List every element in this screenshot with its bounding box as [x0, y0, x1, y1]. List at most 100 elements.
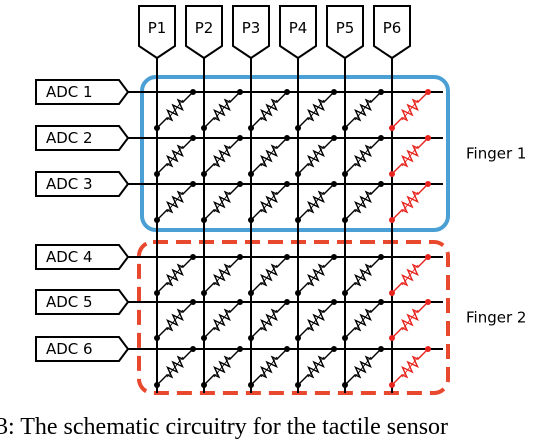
adc-input-2 — [35, 125, 130, 151]
column-node — [389, 382, 395, 388]
port-p3 — [232, 5, 270, 60]
column-node — [201, 125, 207, 131]
variable-mark — [166, 145, 184, 167]
variable-mark — [166, 191, 184, 213]
variable-mark — [354, 356, 372, 378]
row-node — [425, 299, 431, 305]
group-label: Finger 1 — [466, 145, 526, 163]
variable-mark — [166, 356, 184, 378]
variable-mark — [213, 264, 231, 286]
variable-mark — [213, 145, 231, 167]
column-node — [295, 335, 301, 341]
port-p4 — [279, 5, 317, 60]
adc-label: ADC 4 — [46, 248, 93, 266]
row-node — [425, 254, 431, 260]
column-node — [295, 125, 301, 131]
row-node — [425, 346, 431, 352]
column-node — [342, 382, 348, 388]
row-node — [378, 135, 384, 141]
variable-mark — [213, 191, 231, 213]
variable-mark — [401, 264, 419, 286]
variable-mark — [213, 99, 231, 121]
row-node — [237, 299, 243, 305]
port-p6 — [373, 5, 411, 60]
column-node — [342, 335, 348, 341]
variable-mark — [354, 191, 372, 213]
variable-mark — [401, 356, 419, 378]
adc-label: ADC 2 — [46, 129, 93, 147]
port-label: P6 — [383, 19, 402, 37]
row-node — [190, 89, 196, 95]
column-node — [295, 217, 301, 223]
column-node — [295, 171, 301, 177]
column-node — [342, 290, 348, 296]
variable-mark — [307, 191, 325, 213]
group-box-finger-1 — [140, 75, 450, 232]
variable-mark — [307, 356, 325, 378]
figure-caption: 3: The schematic circuitry for the tacti… — [0, 414, 449, 440]
port-p1 — [138, 5, 176, 60]
column-node — [295, 382, 301, 388]
column-node — [248, 125, 254, 131]
row-node — [284, 346, 290, 352]
adc-label: ADC 3 — [46, 175, 93, 193]
column-node — [154, 290, 160, 296]
column-node — [389, 171, 395, 177]
variable-mark — [401, 191, 419, 213]
row-node — [284, 181, 290, 187]
variable-mark — [307, 145, 325, 167]
row-node — [331, 135, 337, 141]
column-node — [342, 125, 348, 131]
row-node — [284, 135, 290, 141]
row-node — [284, 89, 290, 95]
row-node — [190, 299, 196, 305]
column-node — [201, 290, 207, 296]
column-node — [201, 382, 207, 388]
column-node — [201, 335, 207, 341]
column-node — [248, 217, 254, 223]
column-node — [154, 335, 160, 341]
variable-mark — [401, 99, 419, 121]
port-p2 — [185, 5, 223, 60]
row-node — [331, 181, 337, 187]
variable-mark — [354, 145, 372, 167]
column-node — [389, 335, 395, 341]
row-node — [237, 254, 243, 260]
row-node — [378, 346, 384, 352]
row-node — [425, 89, 431, 95]
column-node — [389, 217, 395, 223]
row-node — [378, 181, 384, 187]
row-node — [237, 89, 243, 95]
variable-mark — [401, 145, 419, 167]
column-node — [248, 335, 254, 341]
row-node — [237, 181, 243, 187]
variable-mark — [354, 309, 372, 331]
variable-mark — [260, 264, 278, 286]
variable-mark — [166, 99, 184, 121]
row-node — [237, 135, 243, 141]
port-p5 — [326, 5, 364, 60]
column-node — [154, 171, 160, 177]
row-node — [425, 135, 431, 141]
adc-input-1 — [35, 79, 130, 105]
group-label: Finger 2 — [466, 309, 526, 327]
row-node — [378, 299, 384, 305]
adc-label: ADC 1 — [46, 83, 93, 101]
port-label: P4 — [289, 19, 308, 37]
column-node — [154, 217, 160, 223]
row-node — [190, 181, 196, 187]
row-node — [190, 346, 196, 352]
port-label: P5 — [336, 19, 355, 37]
variable-mark — [307, 99, 325, 121]
row-node — [331, 89, 337, 95]
row-node — [378, 254, 384, 260]
column-node — [248, 290, 254, 296]
variable-mark — [307, 309, 325, 331]
variable-mark — [260, 99, 278, 121]
column-node — [342, 171, 348, 177]
column-node — [201, 217, 207, 223]
column-node — [201, 171, 207, 177]
column-node — [295, 290, 301, 296]
variable-mark — [166, 264, 184, 286]
